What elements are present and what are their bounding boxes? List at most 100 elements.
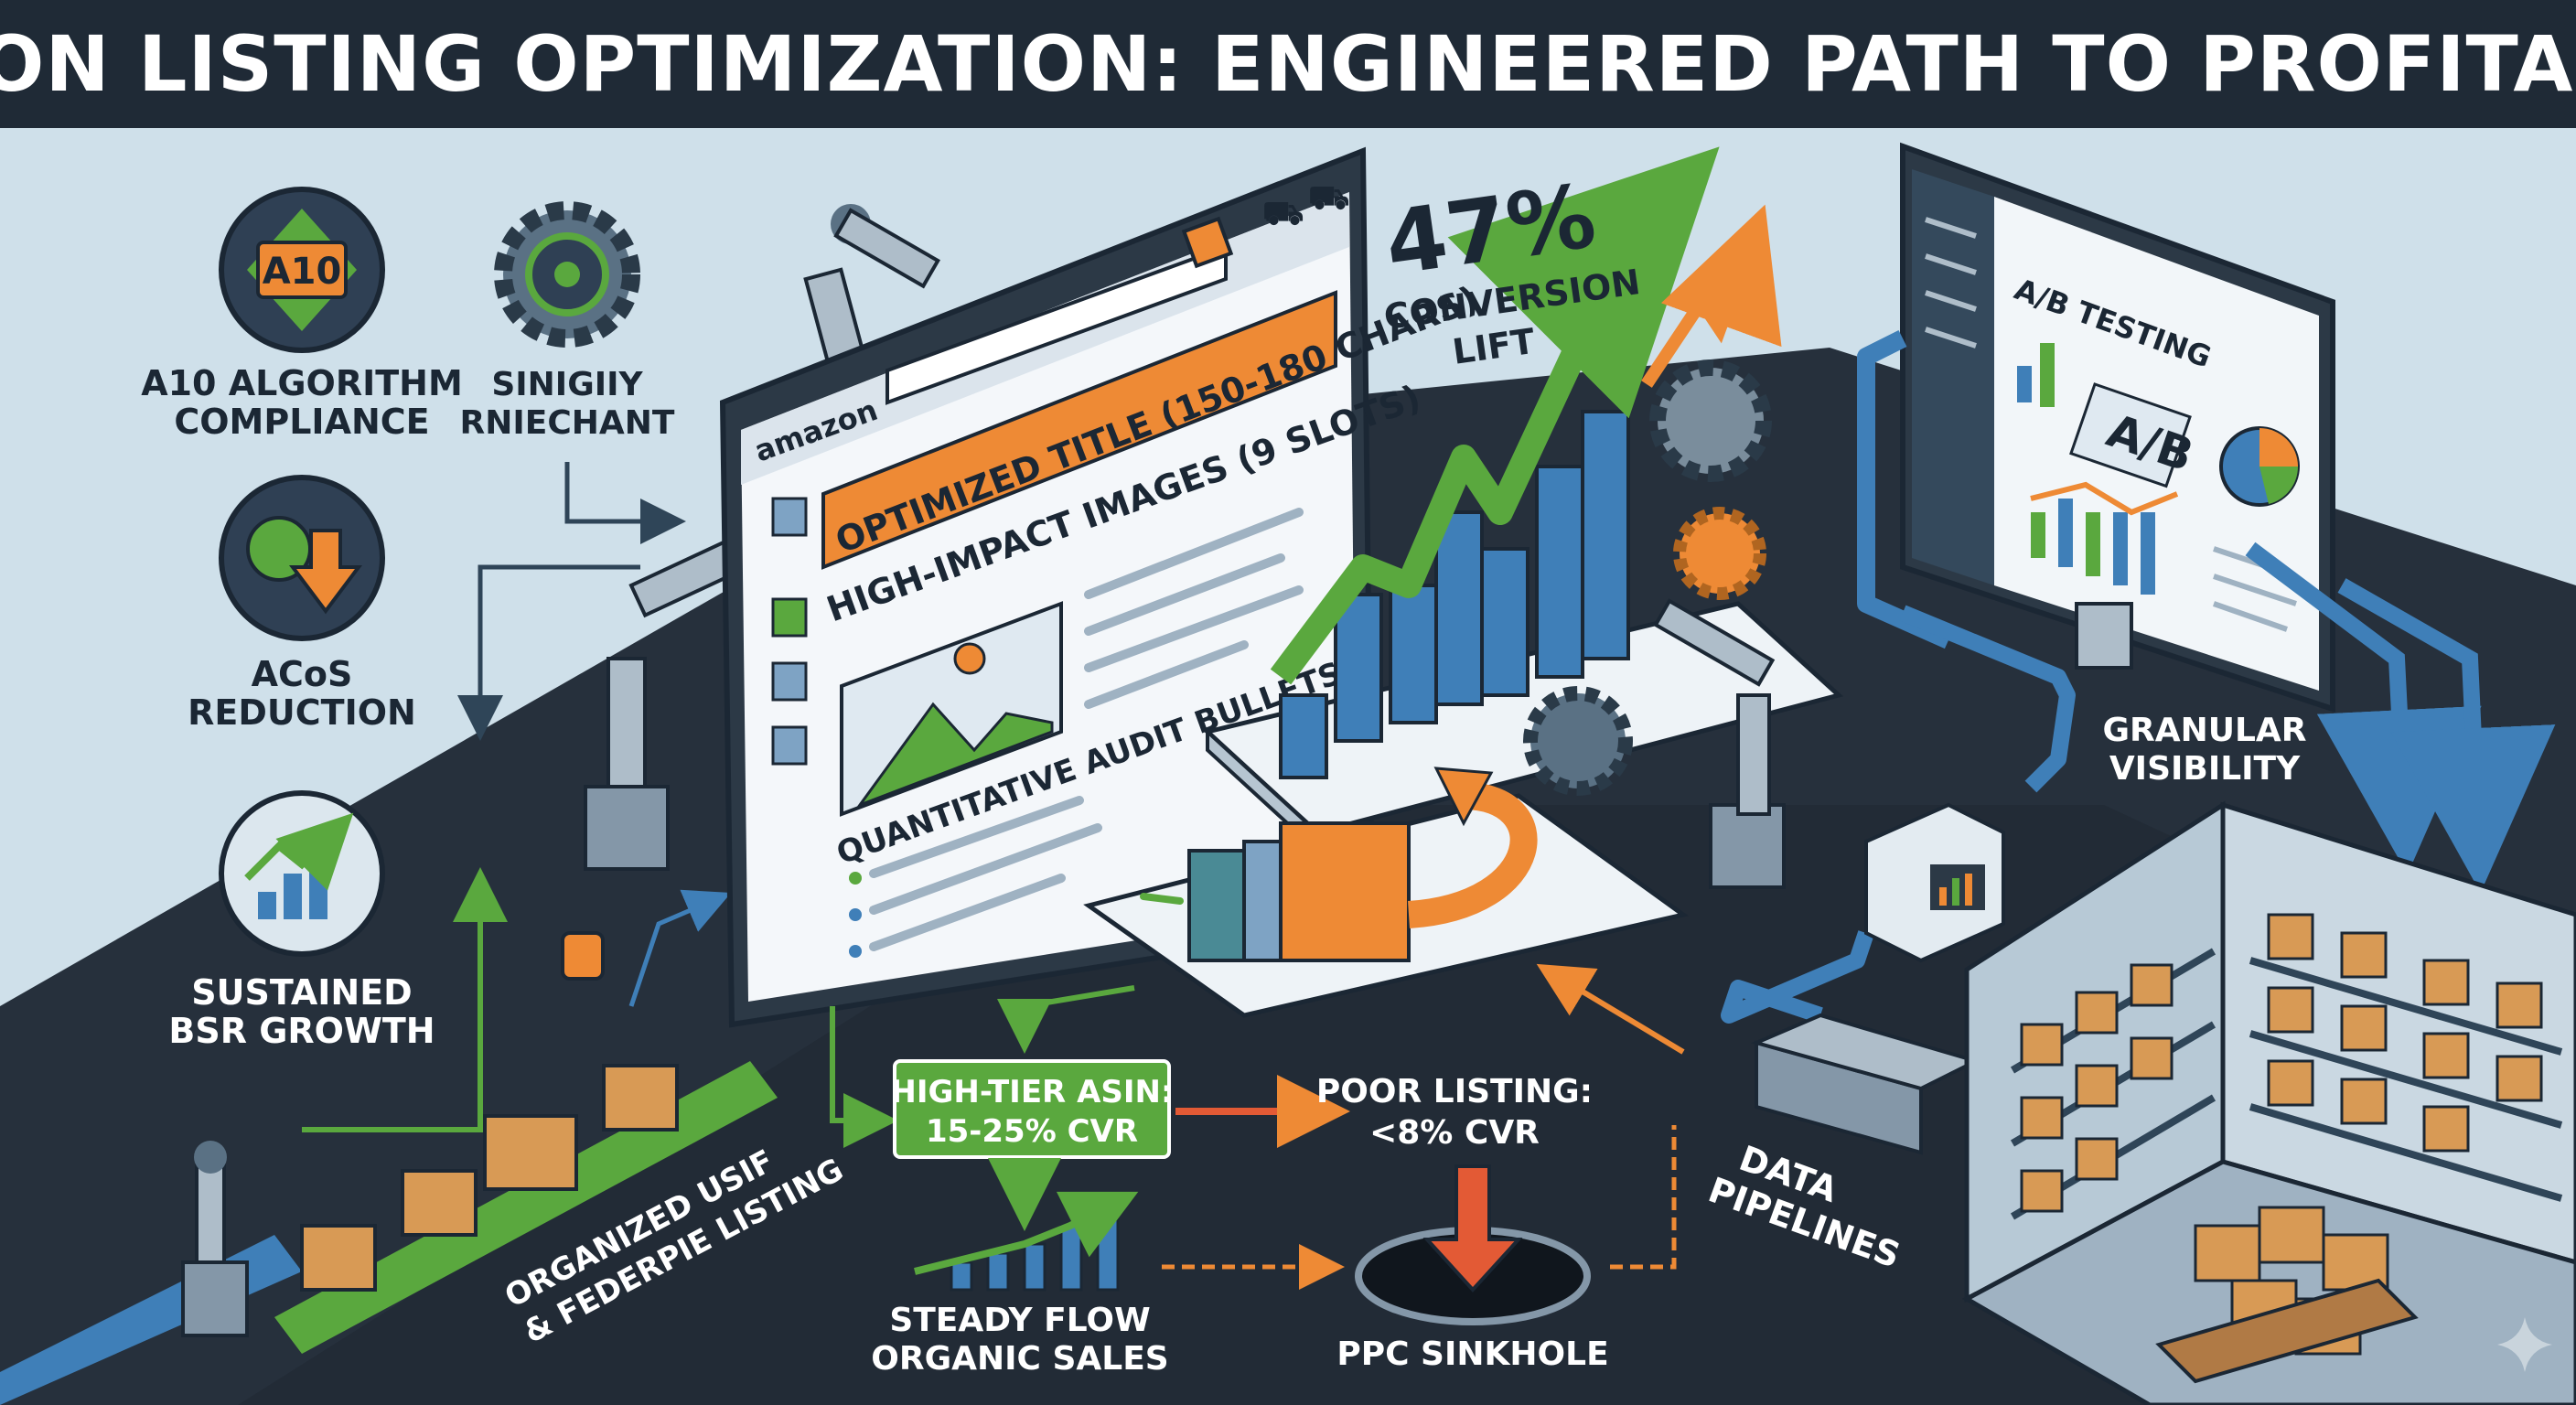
a10-label-2: COMPLIANCE (174, 402, 429, 442)
gear-icon-small (1523, 686, 1633, 796)
gear-merchant-group: SINIGIIY RNIECHANT (460, 201, 675, 442)
granular-label-1: GRANULAR (2102, 712, 2306, 749)
thumb-2[interactable] (771, 597, 808, 638)
box-4 (602, 1064, 679, 1132)
ab-mini-bars (2017, 343, 2055, 407)
poor-listing-callout: POOR LISTING: <8% CVR (1316, 1073, 1593, 1152)
a10-badge-box (256, 241, 348, 299)
robot-arm-bottom-left (181, 1141, 249, 1337)
box-2 (401, 1169, 478, 1237)
bsr-group: SUSTAINED BSR GROWTH (168, 790, 435, 1051)
conveyor-belt (274, 1061, 778, 1354)
gear-target-dot (554, 262, 580, 287)
box-1 (300, 1224, 377, 1292)
curved-arrowhead (1433, 767, 1494, 827)
connector-blue-up (628, 889, 732, 1007)
granular-label-2: VISIBILITY (2109, 750, 2301, 788)
steady-trend (914, 1191, 1139, 1275)
chart-platform (1202, 146, 1844, 855)
text-lines (1084, 508, 1304, 709)
sparkle-icon (2497, 1317, 2552, 1372)
monitor-sidebar-lines (1925, 217, 1977, 349)
green-trend-arrow (1270, 146, 1720, 685)
sidebar-thumbnails (771, 497, 808, 766)
sinkhole-label: PPC SINKHOLE (1336, 1335, 1608, 1373)
high-tier-label-2: 15-25% CVR (926, 1113, 1138, 1150)
bsr-bar-2 (284, 874, 302, 919)
server-unit (1864, 802, 2005, 963)
bsr-bar-1 (258, 892, 276, 919)
title-banner (821, 290, 1337, 570)
poor-label-1: POOR LISTING: (1316, 1073, 1593, 1110)
bsr-bar-3 (309, 855, 327, 919)
page-title: AMAZON LISTING OPTIMIZATION: ENGINEERED … (0, 19, 2576, 109)
curved-arrow (1407, 782, 1538, 928)
poor-label-2: <8% CVR (1369, 1114, 1540, 1152)
lower-progress (1140, 893, 1184, 905)
search-icon[interactable] (1181, 216, 1234, 269)
block-orange (1279, 821, 1411, 962)
acos-label-2: REDUCTION (188, 692, 416, 733)
sinkhole-arrow (1422, 1164, 1523, 1292)
steady-label-2: ORGANIC SALES (871, 1340, 1168, 1378)
gear-label-1: SINIGIIY (491, 366, 643, 403)
high-tier-label-1: HIGH-TIER ASIN: (890, 1074, 1173, 1110)
robot-arm-right (1653, 598, 1786, 889)
pie-slice-green (2259, 467, 2299, 504)
warehouse (1961, 800, 2576, 1405)
pie-slice-orange (2259, 428, 2298, 467)
orange-trend-arrow (1641, 204, 1782, 388)
acos-label-1: ACoS (252, 654, 353, 694)
gear-icon-orange (1673, 507, 1766, 600)
down-arrow-icon (289, 529, 362, 615)
search-input[interactable] (886, 244, 1228, 405)
robot-arm-left (561, 536, 747, 981)
ab-bottom-bars (2031, 499, 2155, 595)
pipe-to-server (1899, 605, 2076, 793)
a10-compliance-group: A10 A10 ALGORITHM COMPLIANCE (141, 187, 463, 442)
ppc-sinkhole: PPC SINKHOLE (1336, 1164, 1609, 1373)
cart-icon[interactable]: ⛟ (1262, 195, 1304, 232)
granular-callout: GRANULAR VISIBILITY (2102, 712, 2306, 788)
gear-icon-large (1649, 359, 1772, 482)
connector-bsr-green (302, 867, 508, 1132)
flow-listing-to-hightier (830, 1006, 898, 1148)
steady-flow-group: STEADY FLOW ORGANIC SALES (871, 1191, 1169, 1378)
thumb-4[interactable] (771, 725, 808, 766)
pipe-down-right-2 (2337, 578, 2556, 893)
sun-icon (953, 642, 986, 675)
thumb-1[interactable] (771, 497, 808, 537)
cart-icon-2[interactable]: ⛟ (1308, 179, 1349, 217)
ab-monitor: A/B TESTING A/B (1900, 142, 2335, 713)
a10-label-1: A10 ALGORITHM (141, 363, 463, 403)
bullet-list (849, 796, 1102, 958)
connector-loop-dark (457, 564, 640, 741)
flow-feedback-orange (1536, 963, 1685, 1055)
pallet (2155, 1278, 2419, 1384)
acos-group: ACoS REDUCTION (188, 475, 416, 733)
title-bar: AMAZON LISTING OPTIMIZATION: ENGINEERED … (0, 0, 2576, 128)
bsr-label-1: SUSTAINED (191, 972, 412, 1013)
rising-bars-icon (244, 812, 354, 891)
conversion-label-2: LIFT (1450, 321, 1538, 372)
chart-bars (1279, 410, 1630, 779)
box-3 (483, 1114, 578, 1191)
flow-platform-to-hightier (997, 985, 1135, 1054)
flow-sinkhole-to-pipelines (1610, 1125, 1677, 1270)
connector-gear-to-listing (564, 462, 686, 544)
lower-platform (1083, 767, 1689, 1018)
monitor-sidebar (1912, 169, 1994, 585)
high-tier-box (893, 1059, 1171, 1159)
mountain-icon (855, 702, 1054, 809)
monitor-stand (2075, 602, 2133, 670)
high-tier-callout: HIGH-TIER ASIN: 15-25% CVR (890, 1059, 1174, 1159)
gear-label-2: RNIECHANT (460, 404, 675, 442)
pipe-from-server (1721, 930, 1874, 1024)
ab-badge-box (2069, 382, 2192, 488)
conversion-callout: 47% CONVERSION LIFT (1379, 165, 1643, 372)
thumb-3[interactable] (771, 661, 808, 702)
steady-label-1: STEADY FLOW (889, 1302, 1150, 1339)
bsr-label-2: BSR GROWTH (168, 1011, 435, 1051)
